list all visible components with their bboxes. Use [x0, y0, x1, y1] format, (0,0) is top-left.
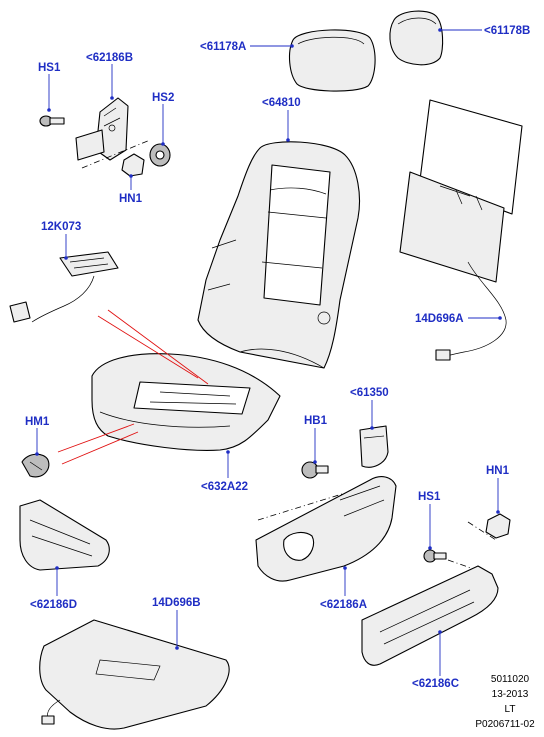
- callout-61178a[interactable]: <61178A: [200, 41, 246, 53]
- callout-632a22[interactable]: <632A22: [201, 481, 248, 493]
- footer-line-1: 5011020: [491, 674, 530, 685]
- callout-hs2[interactable]: HS2: [152, 92, 174, 104]
- knob-hs2[interactable]: [149, 143, 171, 167]
- callout-hb1[interactable]: HB1: [304, 415, 328, 427]
- side-shield-62186a[interactable]: [255, 476, 397, 582]
- callout-61178b[interactable]: <61178B: [484, 25, 530, 37]
- callout-61350[interactable]: <61350: [350, 387, 389, 399]
- red-pointer-lines: [57, 309, 209, 465]
- clip-hn1-top[interactable]: [121, 153, 145, 177]
- cushion-frame-632a22[interactable]: [91, 353, 281, 451]
- callout-62186d[interactable]: <62186D: [30, 599, 77, 611]
- headrest-61178a[interactable]: [288, 29, 376, 92]
- headrest-61178b[interactable]: [389, 10, 444, 66]
- clip-hn1-right[interactable]: [485, 513, 511, 539]
- callout-hn1-top[interactable]: HN1: [119, 193, 143, 205]
- callout-hs1-right[interactable]: HS1: [418, 491, 441, 503]
- footer-line-3: LT: [505, 704, 516, 715]
- bracket-62186b[interactable]: [75, 97, 129, 161]
- harness-12k073[interactable]: [9, 251, 119, 323]
- clip-hm1[interactable]: [21, 453, 50, 478]
- back-panel-mat-14d696a[interactable]: [399, 99, 523, 361]
- cover-61350[interactable]: [359, 425, 389, 468]
- footer-line-4: P0206711-02: [475, 719, 535, 730]
- callout-14d696a[interactable]: 14D696A: [415, 313, 464, 325]
- bolt-hs1-right[interactable]: [423, 549, 447, 563]
- seat-mat-14d696b[interactable]: [39, 619, 230, 730]
- callout-12k073[interactable]: 12K073: [41, 221, 81, 233]
- callout-hs1-top[interactable]: HS1: [38, 62, 61, 74]
- callout-62186c[interactable]: <62186C: [412, 678, 459, 690]
- bolt-hs1-top[interactable]: [39, 115, 65, 127]
- callout-62186a[interactable]: <62186A: [320, 599, 367, 611]
- footer-line-2: 13-2013: [492, 689, 529, 700]
- callout-14d696b[interactable]: 14D696B: [152, 597, 201, 609]
- callout-hn1-right[interactable]: HN1: [486, 465, 510, 477]
- callout-64810[interactable]: <64810: [262, 97, 301, 109]
- bolt-hb1[interactable]: [301, 461, 329, 479]
- seat-back-frame-64810[interactable]: [197, 141, 361, 369]
- callout-62186b[interactable]: <62186B: [86, 52, 133, 64]
- side-panel-62186c[interactable]: [361, 565, 499, 666]
- leader-lines: [36, 29, 500, 676]
- callout-hm1[interactable]: HM1: [25, 416, 50, 428]
- leader-dots: [35, 28, 502, 650]
- trim-62186d[interactable]: [19, 499, 110, 571]
